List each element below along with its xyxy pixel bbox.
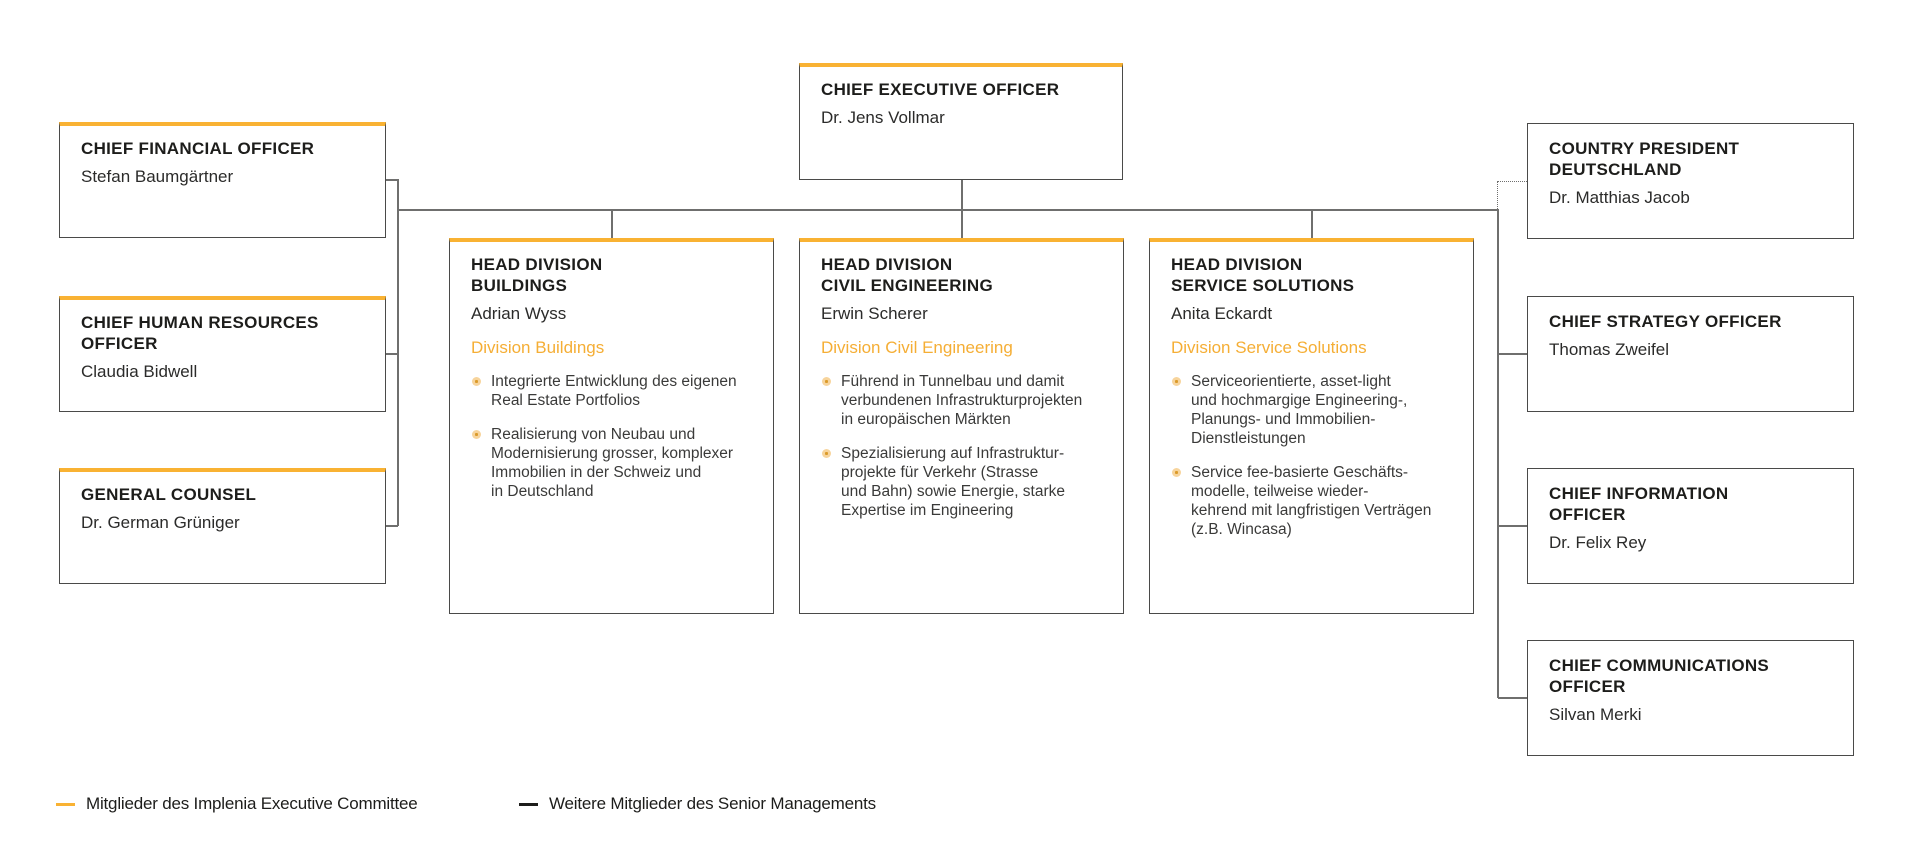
list-item: Realisierung von Neubau und Modernisieru… bbox=[471, 425, 757, 501]
connector-stub-cio bbox=[1498, 525, 1527, 527]
role-title: GENERAL COUNSEL bbox=[81, 485, 257, 504]
bullet-text: Spezialisierung auf Infrastruktur- proje… bbox=[841, 445, 1066, 519]
role-title: HEAD DIVISION CIVIL ENGINEERING bbox=[821, 255, 993, 295]
connector-trunk-left bbox=[397, 179, 399, 526]
legend-item-senior-management: Weitere Mitglieder des Senior Management… bbox=[519, 793, 876, 815]
role-title: CHIEF FINANCIAL OFFICER bbox=[81, 139, 315, 158]
bullet-icon bbox=[822, 449, 831, 458]
bullet-icon bbox=[1172, 468, 1181, 477]
list-item: Serviceorientierte, asset-light und hoch… bbox=[1171, 372, 1457, 448]
org-box-general-counsel: GENERAL COUNSEL Dr. German Grüniger bbox=[59, 468, 386, 584]
legend-label: Mitglieder des Implenia Executive Commit… bbox=[86, 794, 418, 813]
connector-stub-general-counsel bbox=[386, 525, 398, 527]
bullet-text: Realisierung von Neubau und Modernisieru… bbox=[491, 426, 734, 500]
legend-label: Weitere Mitglieder des Senior Management… bbox=[549, 794, 876, 813]
org-box-chief-strategy-officer: CHIEF STRATEGY OFFICER Thomas Zweifel bbox=[1527, 296, 1854, 412]
bullet-icon bbox=[472, 377, 481, 386]
person-name: Erwin Scherer bbox=[821, 304, 928, 323]
role-title: COUNTRY PRESIDENT DEUTSCHLAND bbox=[1549, 139, 1740, 179]
org-box-chief-information-officer: CHIEF INFORMATION OFFICER Dr. Felix Rey bbox=[1527, 468, 1854, 584]
list-item: Service fee-basierte Geschäfts- modelle,… bbox=[1171, 463, 1457, 539]
role-title: HEAD DIVISION BUILDINGS bbox=[471, 255, 603, 295]
person-name: Dr. Matthias Jacob bbox=[1549, 188, 1690, 207]
connector-stub-cso bbox=[1498, 353, 1527, 355]
bullet-text: Serviceorientierte, asset-light und hoch… bbox=[1191, 373, 1408, 447]
org-box-head-division-civil-engineering: HEAD DIVISION CIVIL ENGINEERING Erwin Sc… bbox=[799, 238, 1124, 614]
person-name: Dr. Felix Rey bbox=[1549, 533, 1647, 552]
role-title: CHIEF STRATEGY OFFICER bbox=[1549, 312, 1782, 331]
connector-main-horizontal bbox=[397, 209, 1498, 211]
bullet-icon bbox=[472, 430, 481, 439]
bullet-text: Führend in Tunnelbau und damit verbunden… bbox=[841, 373, 1083, 428]
bullet-text: Integrierte Entwicklung des eigenen Real… bbox=[491, 373, 737, 409]
role-title: CHIEF INFORMATION OFFICER bbox=[1549, 484, 1729, 524]
role-title: CHIEF HUMAN RESOURCES OFFICER bbox=[81, 313, 319, 353]
org-box-chief-executive-officer: CHIEF EXECUTIVE OFFICER Dr. Jens Vollmar bbox=[799, 63, 1123, 180]
connector-stub-chro bbox=[386, 353, 398, 355]
person-name: Stefan Baumgärtner bbox=[81, 167, 234, 186]
legend-item-executive-committee: Mitglieder des Implenia Executive Commit… bbox=[56, 793, 418, 815]
connector-drop-service-solutions bbox=[1311, 209, 1313, 238]
role-title: CHIEF EXECUTIVE OFFICER bbox=[821, 80, 1060, 99]
legend-dash-icon bbox=[56, 802, 75, 806]
division-label: Division Buildings bbox=[471, 338, 605, 357]
person-name: Adrian Wyss bbox=[471, 304, 567, 323]
bullet-text: Service fee-basierte Geschäfts- modelle,… bbox=[1191, 464, 1432, 538]
person-name: Claudia Bidwell bbox=[81, 362, 198, 381]
division-bullet-list: Integrierte Entwicklung des eigenen Real… bbox=[471, 372, 757, 501]
list-item: Spezialisierung auf Infrastruktur- proje… bbox=[821, 444, 1107, 520]
connector-drop-buildings bbox=[611, 209, 613, 238]
org-box-head-division-buildings: HEAD DIVISION BUILDINGS Adrian Wyss Divi… bbox=[449, 238, 774, 614]
role-title: CHIEF COMMUNICATIONS OFFICER bbox=[1549, 656, 1770, 696]
connector-dotted-country-president bbox=[1498, 181, 1527, 182]
org-box-head-division-service-solutions: HEAD DIVISION SERVICE SOLUTIONS Anita Ec… bbox=[1149, 238, 1474, 614]
list-item: Führend in Tunnelbau und damit verbunden… bbox=[821, 372, 1107, 429]
division-bullet-list: Serviceorientierte, asset-light und hoch… bbox=[1171, 372, 1457, 539]
legend-dash-icon bbox=[519, 802, 538, 806]
person-name: Thomas Zweifel bbox=[1549, 340, 1669, 359]
role-title: HEAD DIVISION SERVICE SOLUTIONS bbox=[1171, 255, 1355, 295]
connector-trunk-right bbox=[1497, 209, 1499, 698]
division-label: Division Service Solutions bbox=[1171, 338, 1367, 357]
connector-stub-cco bbox=[1498, 697, 1527, 699]
division-label: Division Civil Engineering bbox=[821, 338, 1013, 357]
org-box-chief-financial-officer: CHIEF FINANCIAL OFFICER Stefan Baumgärtn… bbox=[59, 122, 386, 238]
connector-stub-cfo bbox=[386, 179, 398, 181]
division-bullet-list: Führend in Tunnelbau und damit verbunden… bbox=[821, 372, 1107, 520]
org-box-chief-human-resources-officer: CHIEF HUMAN RESOURCES OFFICER Claudia Bi… bbox=[59, 296, 386, 412]
person-name: Anita Eckardt bbox=[1171, 304, 1273, 323]
connector-ceo-drop bbox=[961, 180, 963, 238]
bullet-icon bbox=[1172, 377, 1181, 386]
org-box-country-president-deutschland: COUNTRY PRESIDENT DEUTSCHLAND Dr. Matthi… bbox=[1527, 123, 1854, 239]
bullet-icon bbox=[822, 377, 831, 386]
person-name: Silvan Merki bbox=[1549, 705, 1642, 724]
org-box-chief-communications-officer: CHIEF COMMUNICATIONS OFFICER Silvan Merk… bbox=[1527, 640, 1854, 756]
person-name: Dr. Jens Vollmar bbox=[821, 108, 945, 127]
list-item: Integrierte Entwicklung des eigenen Real… bbox=[471, 372, 757, 410]
person-name: Dr. German Grüniger bbox=[81, 513, 240, 532]
connector-dotted-vertical bbox=[1497, 181, 1498, 209]
